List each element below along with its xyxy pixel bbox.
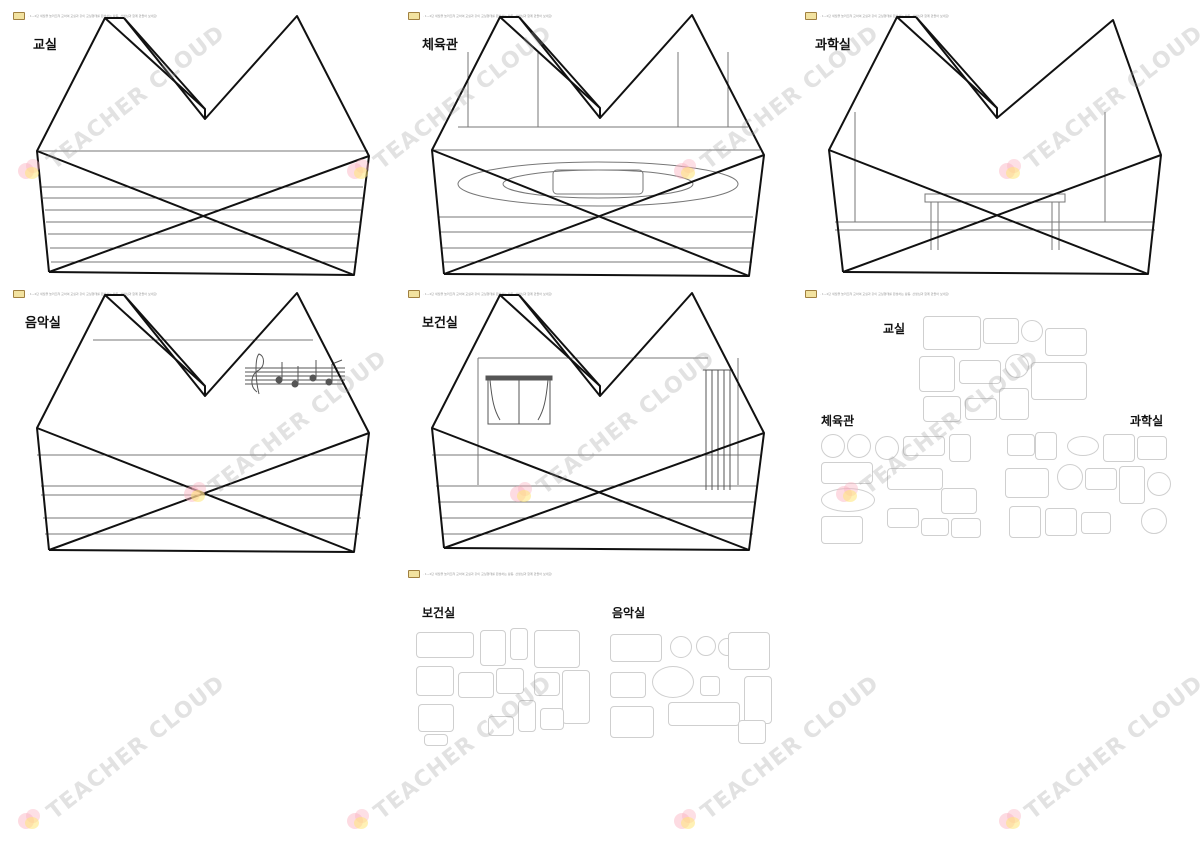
sticker-label: 교실 xyxy=(883,322,906,336)
health-room-stickers[interactable] xyxy=(414,628,590,746)
page-sticker-sheet-1: · 1~2단 세월을 눌러뜨려 교하여 교실과 같이 교실형태를 완성하는 활동… xyxy=(805,290,1171,560)
science-room-house-outline xyxy=(828,16,1162,275)
window-icon xyxy=(485,375,553,425)
logo-icon xyxy=(408,570,420,578)
teacher-cloud-logo-icon xyxy=(345,805,375,835)
page-header: · 1~2단 세월을 눌러뜨려 교하여 교실과 같이 교실형태를 완성하는 활동… xyxy=(805,12,949,20)
logo-icon xyxy=(408,12,420,20)
logo-icon xyxy=(13,290,25,298)
room-label: 보건실 xyxy=(422,316,458,331)
music-room-stickers[interactable] xyxy=(604,628,782,746)
page-header: · 1~2단 세월을 눌러뜨려 교하여 교실과 같이 교실형태를 완성하는 활동… xyxy=(13,12,157,20)
curtain-icon xyxy=(703,369,733,490)
page-header: · 1~2단 세월을 눌러뜨려 교하여 교실과 같이 교실형태를 완성하는 활동… xyxy=(408,290,552,298)
room-label: 과학실 xyxy=(815,38,851,53)
music-room-house-outline xyxy=(36,292,370,553)
sticker-label: 체육관 xyxy=(821,414,855,428)
classroom-house-outline xyxy=(36,15,370,276)
logo-icon xyxy=(13,12,25,20)
page-gym: · 1~2단 세월을 눌러뜨려 교하여 교실과 같이 교실형태를 완성하는 활동… xyxy=(408,12,773,282)
gym-stickers[interactable] xyxy=(817,432,989,544)
page-health-room: · 1~2단 세월을 눌러뜨려 교하여 교실과 같이 교실형태를 완성하는 활동… xyxy=(408,290,773,560)
music-notes-icon xyxy=(245,353,345,395)
teacher-cloud-logo-icon xyxy=(997,805,1027,835)
logo-icon xyxy=(805,12,817,20)
page-classroom: · 1~2단 세월을 눌러뜨려 교하여 교실과 같이 교실형태를 완성하는 활동… xyxy=(13,12,378,282)
watermark: TEACHER CLOUD xyxy=(42,670,231,825)
science-room-stickers[interactable] xyxy=(1001,432,1171,544)
page-sticker-sheet-2: · 1~2단 세월을 눌러뜨려 교하여 교실과 같이 교실형태를 완성하는 활동… xyxy=(408,570,773,840)
room-label: 체육관 xyxy=(422,38,458,53)
page-header: · 1~2단 세월을 눌러뜨려 교하여 교실과 같이 교실형태를 완성하는 활동… xyxy=(805,290,949,298)
page-header: · 1~2단 세월을 눌러뜨려 교하여 교실과 같이 교실형태를 완성하는 활동… xyxy=(408,12,552,20)
gym-house-outline xyxy=(431,14,765,277)
page-music-room: · 1~2단 세월을 눌러뜨려 교하여 교실과 같이 교실형태를 완성하는 활동… xyxy=(13,290,378,560)
room-label: 교실 xyxy=(33,38,57,53)
sticker-label: 음악실 xyxy=(612,606,646,620)
health-room-house-outline xyxy=(431,292,765,551)
page-science-room: · 1~2단 세월을 눌러뜨려 교하여 교실과 같이 교실형태를 완성하는 활동… xyxy=(805,12,1170,282)
page-header: · 1~2단 세월을 눌러뜨려 교하여 교실과 같이 교실형태를 완성하는 활동… xyxy=(13,290,157,298)
classroom-stickers[interactable] xyxy=(919,316,1089,422)
sticker-label: 과학실 xyxy=(1130,414,1164,428)
watermark: TEACHER CLOUD xyxy=(1020,670,1200,825)
page-header: · 1~2단 세월을 눌러뜨려 교하여 교실과 같이 교실형태를 완성하는 활동… xyxy=(408,570,552,578)
sticker-label: 보건실 xyxy=(422,606,456,620)
logo-icon xyxy=(408,290,420,298)
teacher-cloud-logo-icon xyxy=(16,805,46,835)
logo-icon xyxy=(805,290,817,298)
room-label: 음악실 xyxy=(25,316,61,331)
